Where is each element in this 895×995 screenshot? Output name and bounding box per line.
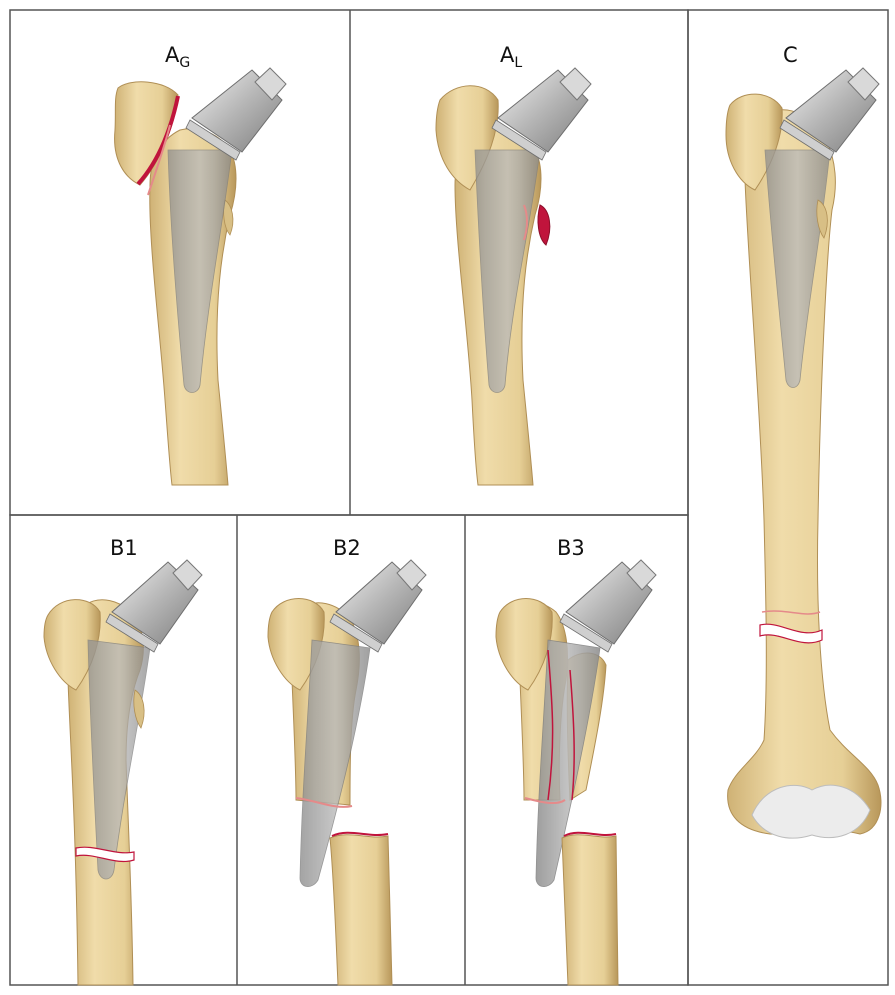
panel-al: AL (436, 43, 591, 485)
femur-b1 (44, 560, 202, 985)
panel-b2-label: B2 (333, 536, 361, 560)
femur-al (436, 68, 591, 485)
panel-b3-label: B3 (557, 536, 585, 560)
panel-c-label: C (783, 43, 798, 67)
panel-b1-label: B1 (110, 536, 138, 560)
panel-b2: B2 (268, 536, 426, 985)
panel-ag-label: AG (165, 43, 190, 71)
panel-b1: B1 (44, 536, 202, 985)
femur-ag (115, 68, 286, 485)
panel-ag: AG (115, 43, 286, 485)
femur-c (726, 68, 881, 838)
femur-b3 (496, 560, 656, 985)
femur-b2 (268, 560, 426, 985)
panel-b3: B3 (496, 536, 656, 985)
panel-c: C (726, 43, 881, 838)
panel-al-label: AL (500, 43, 522, 71)
